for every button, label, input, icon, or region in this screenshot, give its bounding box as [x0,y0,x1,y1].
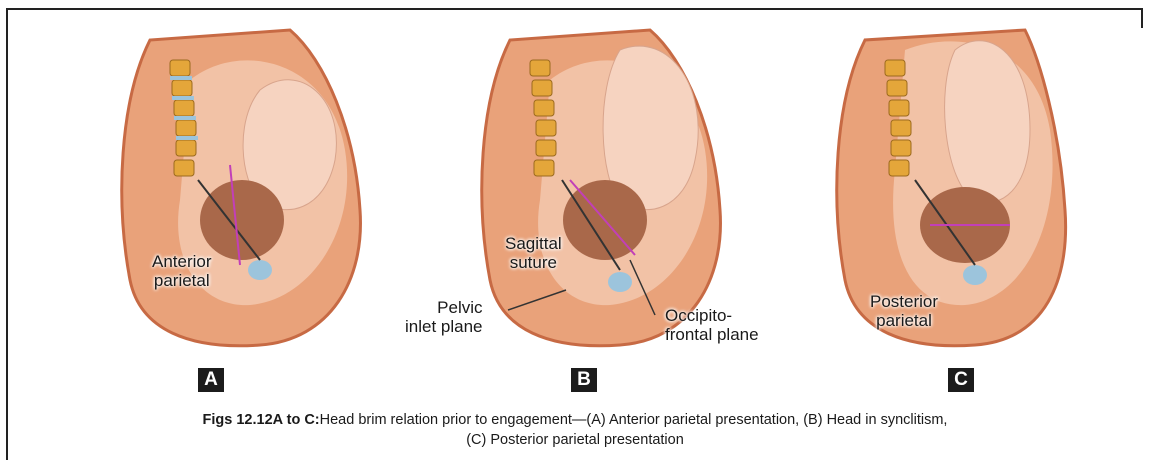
fetal-head [200,180,284,260]
pubic-bone [248,260,272,280]
panel-b-illustration [470,20,730,350]
label-posterior-parietal: Posterior parietal [870,292,938,330]
panel-c-illustration [825,20,1085,350]
panel-b-drawing [470,20,730,350]
label-occipito-frontal-plane: Occipito- frontal plane [665,306,759,344]
label-anterior-parietal: Anterior parietal [152,252,212,290]
label-sagittal-suture: Sagittal suture [505,234,562,272]
frame-edge [1141,8,1143,28]
caption-figure-number: Figs 12.12A to C: [203,412,320,428]
panel-letter-b: B [571,368,597,392]
pubic-bone [963,265,987,285]
panel-a-illustration [110,20,370,350]
panel-letter-a: A [198,368,224,392]
panel-letter-c: C [948,368,974,392]
figure-caption: Figs 12.12A to C:Head brim relation prio… [60,410,1090,450]
caption-line-1: Figs 12.12A to C:Head brim relation prio… [60,410,1090,430]
pubic-bone [608,272,632,292]
label-pelvic-inlet-plane: Pelvic inlet plane [405,298,483,336]
caption-text: Head brim relation prior to engagement—(… [320,412,948,428]
panel-c-drawing [825,20,1085,350]
caption-line-2: (C) Posterior parietal presentation [60,430,1090,450]
panel-a-drawing [110,20,370,350]
